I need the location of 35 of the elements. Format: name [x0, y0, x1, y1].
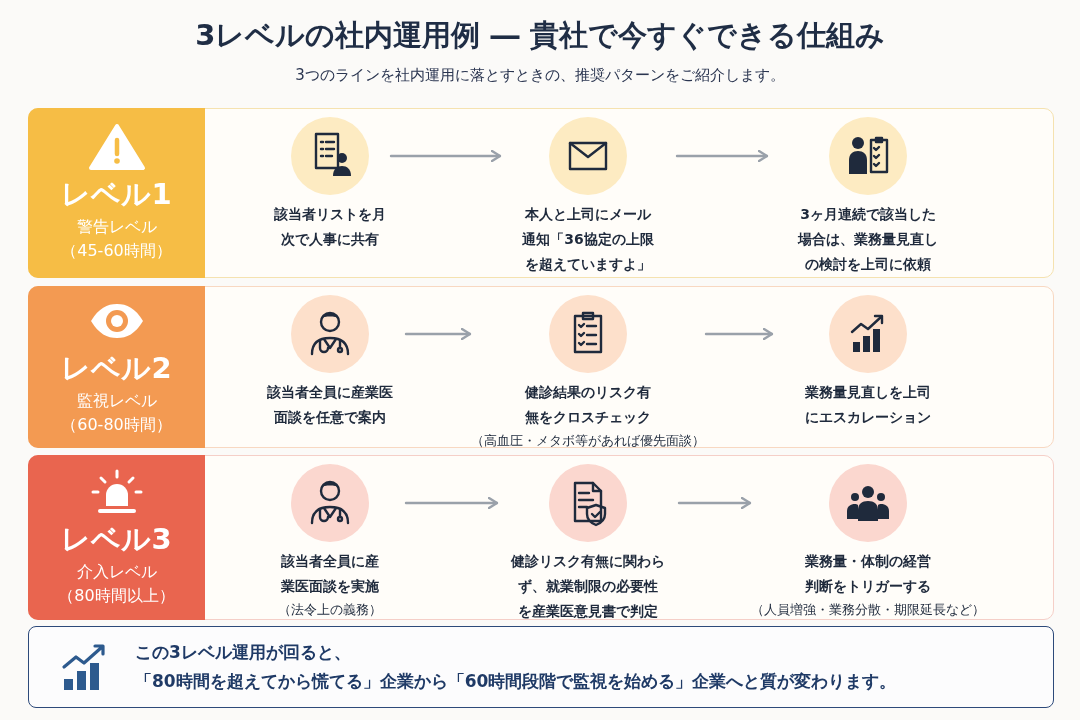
- level-title: レベル3: [61, 521, 172, 556]
- arrow: [675, 149, 769, 163]
- level-badge: [28, 286, 205, 448]
- level-name: 監視レベル: [76, 390, 157, 412]
- step-note: （法令上の義務）: [278, 601, 382, 619]
- step-note: （高血圧・メタボ等があれば優先面談）: [471, 432, 705, 450]
- level-badge: [28, 108, 205, 278]
- summary-box: [28, 626, 1054, 708]
- hour-range: （45-60時間）: [61, 240, 172, 262]
- step-text: 業務量見直しを上司にエスカレーション: [804, 383, 932, 427]
- summary-text: 「80時間を超えてから慌てる」企業から「60時間段階で監視を始める」企業へと質が変わります。: [135, 670, 897, 693]
- level-title: レベル1: [61, 177, 172, 211]
- hour-range: （80時間以上）: [58, 584, 175, 607]
- level-name: 警告レベル: [76, 216, 157, 238]
- step-text: 該当者全員に産業医面談を任意で案内: [266, 383, 394, 427]
- title: 3レベルの社内運用例 ― 貴社で今すぐできる仕組み: [194, 17, 886, 54]
- step-note: （人員増強・業務分散・期限延長など）: [751, 601, 985, 619]
- step-text: 業務量・体制の経営判断をトリガーする: [804, 552, 932, 596]
- level-title: レベル2: [61, 351, 172, 385]
- step-text: 該当者リストを月次で人事に共有: [273, 205, 387, 249]
- arrow: [404, 327, 472, 341]
- step-text: 該当者全員に産業医面談を実施: [280, 552, 380, 596]
- level-name: 介入レベル: [76, 560, 157, 583]
- arrow: [677, 496, 752, 510]
- step-text: 本人と上司にメール通知「36協定の上限を超えていますよ」: [521, 205, 655, 274]
- summary-text: この3レベル運用が回ると、: [135, 641, 351, 664]
- hour-range: （60-80時間）: [61, 414, 172, 436]
- arrow: [704, 327, 774, 341]
- step-text: 3ヶ月連続で該当した場合は、業務量見直しの検討を上司に依頼: [796, 205, 939, 274]
- step-text: 健診結果のリスク有無をクロスチェック: [524, 383, 652, 427]
- subtitle: 3つのラインを社内運用に落とすときの、推奨パターンをご紹介します。: [294, 66, 786, 85]
- level-badge: [28, 455, 205, 620]
- arrow: [389, 149, 502, 163]
- step-text: 健診リスク有無に関わらず、就業制限の必要性を産業医意見書で判定: [510, 552, 666, 621]
- arrow: [404, 496, 499, 510]
